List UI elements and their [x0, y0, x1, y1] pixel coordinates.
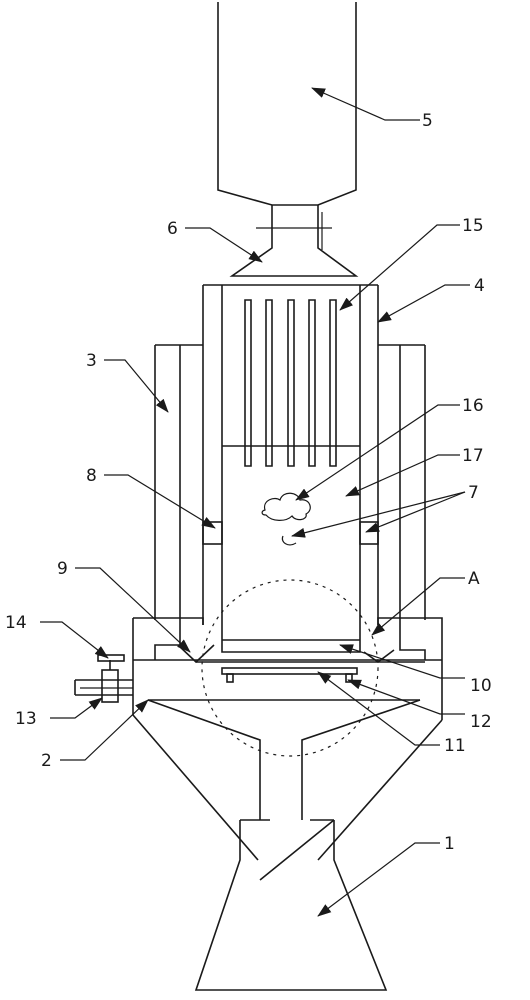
- leader-a: [371, 577, 465, 636]
- label-3: 3: [86, 351, 97, 371]
- leader-2: [60, 699, 149, 761]
- leader-9: [75, 567, 191, 653]
- label-15: 15: [462, 216, 484, 236]
- leader-lines: [40, 87, 470, 917]
- leader-10: [339, 644, 465, 679]
- side-blocks: [202, 521, 379, 545]
- label-6: 6: [167, 219, 178, 239]
- outer-jacket: [154, 344, 426, 636]
- label-12: 12: [470, 712, 492, 732]
- leader-12: [347, 679, 465, 715]
- leader-7a: [291, 491, 466, 538]
- leader-1: [317, 842, 440, 917]
- label-10: 10: [470, 676, 492, 696]
- leader-13: [50, 697, 103, 719]
- label-9: 9: [57, 559, 68, 579]
- label-17: 17: [462, 446, 484, 466]
- seat-assembly: [154, 620, 426, 683]
- smoke-cloud: [261, 492, 311, 546]
- leader-3: [104, 359, 169, 413]
- diffuser-cone: [229, 230, 359, 277]
- detail-circle-a: [201, 579, 379, 757]
- hopper: [217, 2, 357, 250]
- label-2: 2: [41, 751, 52, 771]
- tube-bundle: [244, 299, 337, 467]
- label-a: A: [468, 569, 480, 589]
- label-13: 13: [15, 709, 37, 729]
- base-housing: [132, 617, 443, 861]
- label-14: 14: [5, 613, 27, 633]
- label-16: 16: [462, 396, 484, 416]
- leader-11: [317, 671, 440, 746]
- label-4: 4: [474, 276, 485, 296]
- leader-14: [40, 621, 109, 659]
- leader-4: [377, 284, 470, 323]
- labels: 5 6 15 4 3 16 17 8 7 9 A 14 10 12 13 11 …: [5, 111, 492, 854]
- leader-17: [345, 454, 460, 497]
- label-11: 11: [444, 736, 466, 756]
- leader-7b: [365, 491, 466, 533]
- leader-5: [311, 87, 420, 121]
- leader-16: [295, 404, 460, 501]
- leader-15: [339, 224, 460, 311]
- label-5: 5: [422, 111, 433, 131]
- label-1: 1: [444, 834, 455, 854]
- leader-6: [185, 227, 263, 263]
- label-7: 7: [468, 483, 479, 503]
- leader-8: [104, 474, 216, 529]
- valve-pipe: [74, 654, 133, 703]
- collection-flask: [194, 819, 388, 991]
- label-8: 8: [86, 466, 97, 486]
